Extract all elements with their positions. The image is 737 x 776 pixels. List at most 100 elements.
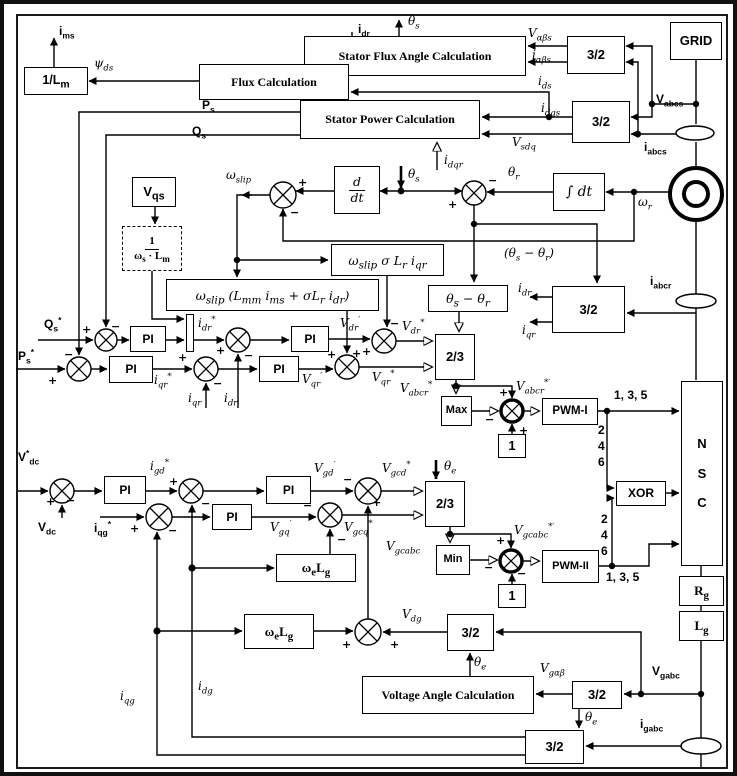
wires-layer	[16, 14, 728, 769]
minus-sign: −	[64, 348, 74, 361]
label-i-dqr: idqr	[444, 153, 463, 171]
minus-sign: −	[201, 497, 211, 510]
minus-sign: −	[168, 524, 178, 537]
label-theta-e-32: θe	[585, 710, 598, 728]
lg-filter-box: Lg	[679, 611, 724, 641]
junction-theta-slip	[461, 180, 487, 206]
minus-sign: −	[290, 206, 300, 219]
label-i-dqs: idqs	[541, 101, 561, 119]
plus-sign: +	[178, 351, 188, 364]
junction-w-slip	[269, 181, 297, 209]
label-vgcabc: Vgcabc	[386, 539, 421, 557]
inner-frame	[16, 14, 728, 769]
generator-icon	[668, 166, 724, 222]
pi-ps-box: PI	[109, 356, 153, 383]
label-i-dr-top: idr	[358, 22, 370, 39]
rotor-current-sensor	[675, 293, 717, 309]
label-i-ms: ims	[59, 24, 75, 41]
plus-sign: +	[519, 424, 529, 437]
label-i-dr-rotor: idr	[518, 281, 532, 299]
junction-ps	[66, 356, 92, 382]
three-two-rotor-box: 3/2	[552, 286, 625, 333]
we-lg-box-upper: ωeLg	[276, 554, 356, 582]
junction-iqg	[145, 503, 173, 531]
two-three-grid-box: 2/3	[425, 481, 465, 527]
label-i-dg: idg	[198, 679, 213, 697]
junction-pwm1	[499, 398, 525, 424]
label-iqr-star: iqr*	[154, 372, 172, 391]
pi-iqg-box: PI	[212, 504, 252, 530]
label-vqr-prime: Vqr′	[302, 371, 323, 390]
junction-pwm2	[498, 548, 524, 574]
minus-sign: −	[337, 533, 347, 546]
label-vgq-prime: Vgq′	[270, 519, 292, 538]
plus-sign: +	[496, 534, 506, 547]
label-theta-e-23: θe	[444, 459, 457, 477]
label-i-abcs: iabcs	[644, 140, 667, 157]
label-2b: 2	[601, 512, 608, 526]
pi-idr-box: PI	[291, 326, 329, 352]
grid-current-sensor	[680, 737, 722, 755]
junction-vgcd	[354, 477, 382, 505]
three-two-vgabc-box: 3/2	[572, 681, 622, 709]
offset-one-box-gsc: 1	[498, 584, 526, 608]
label-odd-switches-gsc: 1, 3, 5	[606, 570, 640, 584]
junction-vgcq	[317, 502, 343, 528]
label-vgd-prime: Vgd′	[314, 460, 336, 479]
label-2a: 2	[598, 423, 605, 437]
label-v-sdq: Vsdq	[512, 135, 536, 153]
junction-vdc	[49, 478, 75, 504]
label-igd-star: igd*	[150, 458, 169, 477]
theta-s-minus-theta-r-box: θs − θr	[428, 285, 508, 312]
label-i-alphabeta-s: iαβs	[532, 48, 551, 66]
minus-sign: −	[485, 413, 495, 426]
plus-sign: +	[448, 198, 458, 211]
junction-idr	[225, 327, 251, 353]
label-theta-diff: (θs − θr)	[504, 246, 554, 264]
minus-sign: −	[484, 561, 494, 574]
wslip-sigma-lr-iqr-box: ωslip σ Lr iqr	[331, 244, 444, 276]
label-theta-s-top: θs	[408, 14, 420, 32]
label-idr-star: idr*	[198, 315, 216, 334]
pwm2-box: PWM-II	[542, 550, 599, 583]
label-vgcabc-star-prime: Vgcabc*′	[514, 522, 555, 541]
pi-qs-box: PI	[130, 326, 166, 352]
label-odd-switches-rsc: 1, 3, 5	[614, 388, 648, 402]
minus-sign: −	[517, 567, 527, 580]
three-two-igabc-box: 3/2	[525, 730, 584, 764]
junction-vqr	[334, 354, 360, 380]
label-vqr-star: Vqr*	[372, 369, 395, 388]
grid-box: GRID	[670, 22, 722, 60]
plus-sign: +	[372, 496, 382, 509]
three-two-vdg-box: 3/2	[447, 614, 494, 651]
voltage-angle-calculation-box: Voltage Angle Calculation	[362, 676, 534, 714]
label-i-ds: ids	[538, 74, 552, 92]
vqs-box: Vqs	[132, 177, 176, 207]
plus-sign: +	[216, 344, 226, 357]
label-vgcq-star: Vgcq*	[344, 519, 373, 538]
label-vgcd-star: Vgcd*	[382, 460, 411, 479]
offset-one-box-rsc: 1	[498, 434, 526, 458]
label-w-slip: ωslip	[226, 168, 252, 186]
label-psi-ds: ψds	[94, 56, 114, 74]
label-vdc: Vdc	[38, 520, 56, 537]
plus-sign: +	[48, 374, 58, 387]
we-lg-box-lower: ωeLg	[244, 614, 314, 649]
minus-sign: −	[66, 494, 76, 507]
minus-sign: −	[343, 473, 353, 486]
max-box: Max	[441, 396, 472, 426]
label-idr-feedback: idr	[224, 391, 238, 409]
one-over-lm-box: 1/Lm	[24, 67, 88, 95]
label-v-dg: Vdg	[402, 607, 422, 625]
plus-sign: +	[298, 176, 308, 189]
integrator-box: ∫ dt	[553, 173, 605, 211]
two-three-rotor-box: 2/3	[435, 334, 475, 380]
label-6b: 6	[601, 544, 608, 558]
rg-filter-box: Rg	[679, 576, 724, 606]
xor-box: XOR	[616, 481, 666, 506]
label-theta-e-vac: θe	[474, 655, 487, 673]
plus-sign: +	[499, 386, 509, 399]
label-q-s: Qs	[192, 124, 207, 141]
junction-qs	[94, 328, 118, 352]
